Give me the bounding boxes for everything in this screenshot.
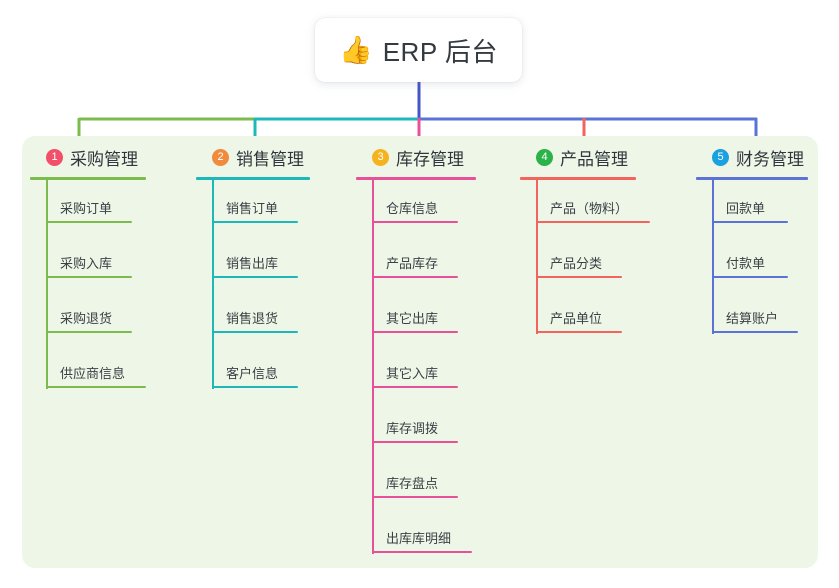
leaf-underline	[372, 276, 458, 278]
leaf-node[interactable]: 产品库存	[372, 253, 458, 278]
leaf-node[interactable]: 出库库明细	[372, 528, 472, 553]
leaf-underline	[372, 441, 458, 443]
leaf-underline	[212, 221, 298, 223]
leaf-underline	[46, 331, 132, 333]
column-underline-4	[520, 177, 636, 180]
leaf-underline	[712, 276, 788, 278]
root-title: ERP 后台	[382, 36, 498, 67]
leaf-label: 产品分类	[550, 256, 603, 271]
leaf-label: 其它入库	[386, 366, 439, 381]
column-header-1[interactable]: 1 采购管理	[30, 143, 146, 171]
leaf-underline	[372, 551, 472, 553]
column-header-2[interactable]: 2 销售管理	[196, 143, 310, 171]
root-node[interactable]: 👍 ERP 后台	[315, 18, 522, 82]
leaf-underline	[712, 221, 788, 223]
column-5: 5 财务管理	[696, 143, 808, 180]
leaf-underline	[536, 276, 622, 278]
column-badge-5: 5	[712, 148, 729, 166]
leaf-underline	[46, 386, 146, 388]
column-4: 4 产品管理	[520, 143, 636, 180]
leaf-node[interactable]: 付款单	[712, 253, 788, 278]
leaf-node[interactable]: 产品单位	[536, 308, 622, 333]
leaf-node[interactable]: 回款单	[712, 198, 788, 223]
leaf-label: 供应商信息	[60, 366, 126, 381]
leaf-node[interactable]: 结算账户	[712, 308, 798, 333]
column-badge-3: 3	[372, 148, 389, 166]
column-underline-5	[696, 177, 808, 180]
leaf-underline	[212, 331, 298, 333]
leaf-label: 付款单	[726, 256, 766, 271]
leaf-underline	[372, 331, 458, 333]
leaf-label: 其它出库	[386, 311, 439, 326]
column-spine-5	[712, 180, 714, 334]
column-2: 2 销售管理	[196, 143, 310, 180]
leaf-underline	[712, 331, 798, 333]
leaf-node[interactable]: 产品分类	[536, 253, 622, 278]
column-header-5[interactable]: 5 财务管理	[696, 143, 808, 171]
leaf-label: 产品（物料）	[550, 201, 629, 216]
column-spine-4	[536, 180, 538, 334]
thumbs-up-icon: 👍	[339, 34, 373, 66]
column-underline-2	[196, 177, 310, 180]
leaf-node[interactable]: 销售退货	[212, 308, 298, 333]
leaf-label: 采购退货	[60, 311, 113, 326]
leaf-node[interactable]: 供应商信息	[46, 363, 146, 388]
leaf-node[interactable]: 采购订单	[46, 198, 132, 223]
leaf-underline	[212, 276, 298, 278]
column-title-2: 销售管理	[236, 149, 304, 169]
leaf-label: 库存盘点	[386, 476, 439, 491]
leaf-label: 销售出库	[226, 256, 279, 271]
column-title-3: 库存管理	[396, 149, 464, 169]
leaf-node[interactable]: 库存盘点	[372, 473, 458, 498]
leaf-label: 采购入库	[60, 256, 113, 271]
column-1: 1 采购管理	[30, 143, 146, 180]
leaf-label: 产品库存	[386, 256, 439, 271]
leaf-node[interactable]: 产品（物料）	[536, 198, 650, 223]
leaf-node[interactable]: 其它出库	[372, 308, 458, 333]
column-badge-4: 4	[536, 148, 553, 166]
leaf-underline	[372, 221, 458, 223]
column-3: 3 库存管理	[356, 143, 476, 180]
column-header-4[interactable]: 4 产品管理	[520, 143, 636, 171]
leaf-underline	[536, 331, 622, 333]
column-underline-1	[30, 177, 146, 180]
column-badge-2: 2	[212, 148, 229, 166]
leaf-node[interactable]: 销售订单	[212, 198, 298, 223]
leaf-underline	[46, 276, 132, 278]
column-spine-2	[212, 180, 214, 389]
column-spine-3	[372, 180, 374, 554]
leaf-underline	[46, 221, 132, 223]
column-spine-1	[46, 180, 48, 389]
column-title-1: 采购管理	[70, 149, 138, 169]
leaf-label: 出库库明细	[386, 531, 452, 546]
column-badge-1: 1	[46, 148, 63, 166]
leaf-label: 采购订单	[60, 201, 113, 216]
leaf-label: 销售退货	[226, 311, 279, 326]
leaf-node[interactable]: 采购入库	[46, 253, 132, 278]
leaf-node[interactable]: 其它入库	[372, 363, 458, 388]
column-underline-3	[356, 177, 476, 180]
leaf-underline	[372, 386, 458, 388]
leaf-label: 仓库信息	[386, 201, 439, 216]
leaf-node[interactable]: 采购退货	[46, 308, 132, 333]
column-title-4: 产品管理	[560, 149, 628, 169]
leaf-label: 结算账户	[726, 311, 779, 326]
leaf-node[interactable]: 客户信息	[212, 363, 298, 388]
leaf-underline	[212, 386, 298, 388]
leaf-label: 销售订单	[226, 201, 279, 216]
leaf-label: 库存调拨	[386, 421, 439, 436]
leaf-label: 产品单位	[550, 311, 603, 326]
leaf-node[interactable]: 库存调拨	[372, 418, 458, 443]
leaf-underline	[372, 496, 458, 498]
leaf-label: 回款单	[726, 201, 766, 216]
leaf-label: 客户信息	[226, 366, 279, 381]
column-title-5: 财务管理	[736, 149, 804, 169]
column-header-3[interactable]: 3 库存管理	[356, 143, 476, 171]
leaf-underline	[536, 221, 650, 223]
leaf-node[interactable]: 销售出库	[212, 253, 298, 278]
leaf-node[interactable]: 仓库信息	[372, 198, 458, 223]
